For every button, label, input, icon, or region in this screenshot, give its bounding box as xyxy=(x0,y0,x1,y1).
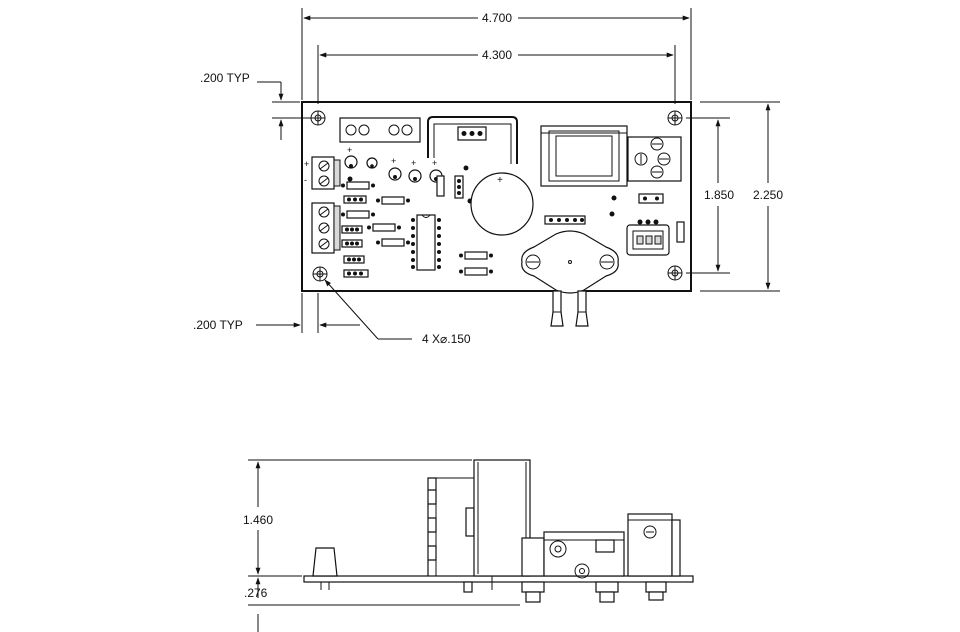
dimension-edge-offset-left: .200 TYP xyxy=(193,293,360,333)
molex-connector xyxy=(626,219,670,256)
dim-label-200-typ-left: .200 TYP xyxy=(193,318,243,332)
dimension-component-height: 1.460 xyxy=(243,459,472,575)
dim-label-1460: 1.460 xyxy=(243,513,273,527)
svg-text:+: + xyxy=(304,159,309,169)
adjust-block xyxy=(627,136,682,182)
svg-text:+: + xyxy=(347,145,352,155)
dim-label-2250: 2.250 xyxy=(753,188,783,202)
dimension-hole-spacing-width: 4.300 xyxy=(317,45,676,104)
dim-label-200-typ-top: .200 TYP xyxy=(200,71,250,85)
svg-text:-: - xyxy=(304,175,307,185)
mounting-hole-bottom-left xyxy=(312,266,328,282)
dimension-under-board: .276 xyxy=(244,575,520,632)
heatsink-side xyxy=(427,477,475,593)
transformer-top xyxy=(540,125,628,187)
terminal-block-side xyxy=(312,547,338,590)
dim-label-4300: 4.300 xyxy=(482,48,512,62)
resistors xyxy=(341,175,685,276)
svg-text:+: + xyxy=(391,156,396,166)
pcb-board-side xyxy=(303,575,694,583)
dimension-overall-width: 4.700 xyxy=(301,8,692,100)
top-view: + - + + + + xyxy=(193,8,783,346)
hole-callout-label: 4 X⌀.150 xyxy=(422,332,471,346)
transformer-side xyxy=(473,459,531,590)
dimension-hole-spacing-height: 1.850 xyxy=(686,117,734,274)
large-capacitor: + xyxy=(470,172,534,236)
u-bracket xyxy=(427,116,518,164)
terminal-block-3pin xyxy=(311,202,341,254)
transducer-side xyxy=(521,531,625,603)
adjust-block-side xyxy=(627,513,681,601)
svg-text:+: + xyxy=(497,175,503,186)
dim-label-4700: 4.700 xyxy=(482,11,512,25)
dimension-overall-height: 2.250 xyxy=(700,101,783,292)
terminal-block-2pin: + - xyxy=(304,156,341,190)
dim-label-276: .276 xyxy=(244,586,268,600)
dip-ic xyxy=(411,214,441,271)
mounting-hole-top-left xyxy=(310,110,326,126)
pressure-transducer xyxy=(521,230,619,327)
pcb-board-outline xyxy=(301,101,692,292)
mounting-hole-bottom-right xyxy=(667,265,683,281)
pin-headers xyxy=(341,165,664,278)
dimension-edge-offset-top: .200 TYP xyxy=(200,71,311,140)
svg-text:+: + xyxy=(432,158,437,168)
side-view: 1.460 .276 xyxy=(243,459,694,632)
hole-callout: 4 X⌀.150 xyxy=(324,279,471,346)
mounting-hole-top-right xyxy=(667,110,683,126)
dim-label-1850: 1.850 xyxy=(704,188,734,202)
connector-block-top xyxy=(339,117,421,143)
svg-text:+: + xyxy=(411,158,416,168)
